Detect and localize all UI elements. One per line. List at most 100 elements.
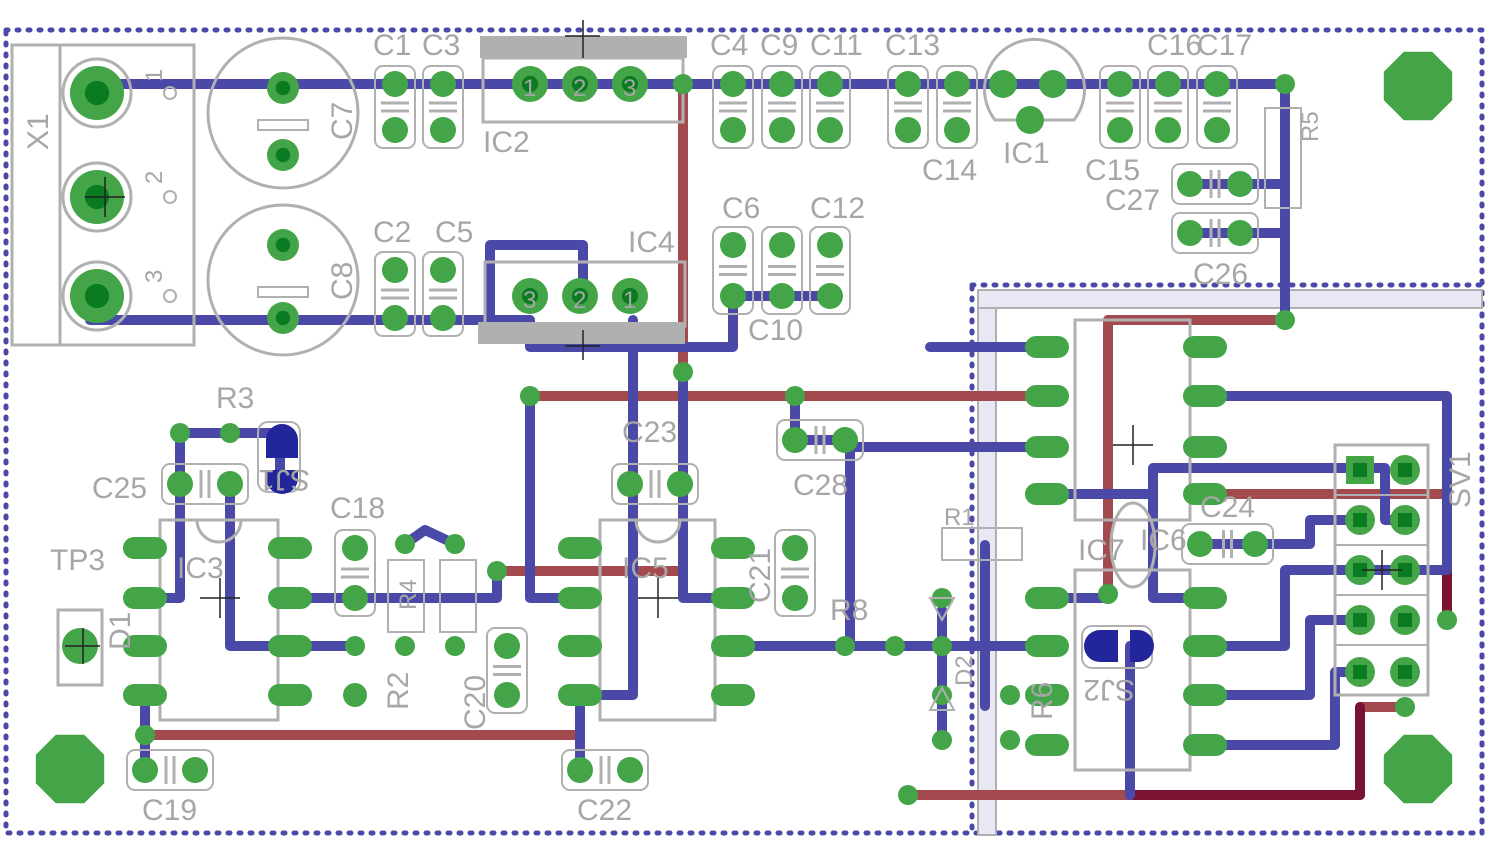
label-c14: C14 bbox=[922, 154, 977, 187]
label-pin1: 1 bbox=[141, 69, 168, 82]
label-x1: X1 bbox=[22, 113, 55, 150]
label-c9: C9 bbox=[760, 29, 798, 62]
label-c4: C4 bbox=[710, 29, 748, 62]
solder-jumpers bbox=[266, 424, 1154, 662]
pad bbox=[989, 70, 1017, 98]
pad bbox=[1000, 730, 1020, 750]
label-c3: C3 bbox=[422, 29, 460, 62]
pad bbox=[1000, 685, 1020, 705]
label-pin2: 2 bbox=[141, 171, 168, 184]
x1-outline bbox=[10, 43, 196, 347]
label-ic1: IC1 bbox=[1003, 137, 1050, 170]
ic-pin-pad bbox=[558, 537, 602, 559]
label-ic3: IC3 bbox=[177, 552, 224, 585]
label-d2: D2 bbox=[951, 655, 978, 686]
label-c8: C8 bbox=[326, 262, 359, 300]
label-sj1: SJ1 bbox=[258, 463, 310, 496]
label-c26: C26 bbox=[1193, 258, 1248, 291]
regulator-pin-number: 3 bbox=[623, 75, 636, 102]
pad bbox=[1039, 70, 1067, 98]
ic-pin-pad bbox=[1183, 436, 1227, 458]
ic6-outline bbox=[1073, 318, 1192, 522]
regulator-pin-number: 2 bbox=[573, 287, 586, 314]
ic-pin-pad bbox=[1183, 336, 1227, 358]
ic-pin-pad bbox=[1025, 483, 1069, 505]
regulator-pin-number: 3 bbox=[523, 287, 536, 314]
zone-strip-horizontal bbox=[977, 289, 1483, 309]
ic-pin-pad bbox=[123, 684, 167, 706]
label-c28: C28 bbox=[793, 469, 848, 502]
label-r8: R8 bbox=[830, 594, 868, 627]
pad bbox=[520, 386, 540, 406]
ic-pin-pad bbox=[268, 537, 312, 559]
label-c7: C7 bbox=[326, 102, 359, 140]
c7-outline bbox=[206, 36, 360, 190]
label-c17: C17 bbox=[1197, 29, 1252, 62]
ic-pin-pad bbox=[1025, 684, 1069, 706]
pad bbox=[395, 534, 415, 554]
sj2-pad-left bbox=[1084, 630, 1118, 662]
label-c5: C5 bbox=[435, 216, 473, 249]
ic5-outline bbox=[598, 518, 717, 722]
ic-pin-pad bbox=[1183, 587, 1227, 609]
ic7-outline bbox=[1073, 568, 1192, 772]
label-r4: R4 bbox=[395, 579, 422, 610]
label-c13: C13 bbox=[885, 29, 940, 62]
pad bbox=[932, 685, 952, 705]
ic-pin-pad bbox=[1025, 734, 1069, 756]
ic-pin-pad bbox=[711, 537, 755, 559]
sj1-pad-bottom bbox=[266, 470, 298, 494]
capacitor-outlines bbox=[126, 65, 1274, 791]
ic-pin-pad bbox=[268, 684, 312, 706]
pad bbox=[898, 785, 918, 805]
ic-pin-pad bbox=[1183, 385, 1227, 407]
c8-outline bbox=[206, 203, 360, 357]
pad bbox=[487, 561, 507, 581]
pad bbox=[932, 730, 952, 750]
pad bbox=[1437, 610, 1457, 630]
label-c6: C6 bbox=[722, 192, 760, 225]
label-c19: C19 bbox=[142, 794, 197, 827]
label-c20: C20 bbox=[459, 675, 492, 730]
pad bbox=[785, 386, 805, 406]
ic-pin-pad bbox=[268, 635, 312, 657]
pad bbox=[345, 636, 365, 656]
d1-symbol bbox=[928, 597, 956, 623]
pad bbox=[1016, 106, 1044, 134]
ic-pin-pad bbox=[1025, 587, 1069, 609]
tp3-outline bbox=[56, 608, 104, 687]
ic-pin-pad bbox=[1025, 336, 1069, 358]
regulator-pin-number: 1 bbox=[623, 287, 636, 314]
r5-outline bbox=[1264, 107, 1302, 209]
ic-pin-pad bbox=[558, 635, 602, 657]
label-ic4: IC4 bbox=[628, 226, 675, 259]
pad bbox=[1395, 697, 1415, 717]
pad bbox=[673, 74, 693, 94]
pad bbox=[1275, 310, 1295, 330]
diodes bbox=[928, 597, 956, 711]
pad bbox=[932, 636, 952, 656]
pad bbox=[835, 636, 855, 656]
mounting-hole bbox=[35, 734, 105, 804]
pad bbox=[445, 636, 465, 656]
silkscreen bbox=[10, 36, 1430, 772]
pad bbox=[395, 636, 415, 656]
label-c21: C21 bbox=[744, 548, 777, 603]
label-ic7: IC7 bbox=[1078, 534, 1125, 567]
label-c24: C24 bbox=[1200, 491, 1255, 524]
label-r1: R1 bbox=[944, 504, 975, 531]
label-ic6: IC6 bbox=[1140, 524, 1187, 557]
regulator-pin-number: 2 bbox=[573, 75, 586, 102]
pad bbox=[135, 725, 155, 745]
ic-pin-pad bbox=[1025, 436, 1069, 458]
d2-symbol bbox=[928, 685, 956, 711]
ic-pin-pad bbox=[711, 635, 755, 657]
label-c16: C16 bbox=[1147, 29, 1202, 62]
pad bbox=[343, 683, 367, 707]
mounting-hole bbox=[1383, 734, 1453, 804]
label-c12: C12 bbox=[810, 192, 865, 225]
label-c10: C10 bbox=[748, 314, 803, 347]
pad bbox=[445, 534, 465, 554]
